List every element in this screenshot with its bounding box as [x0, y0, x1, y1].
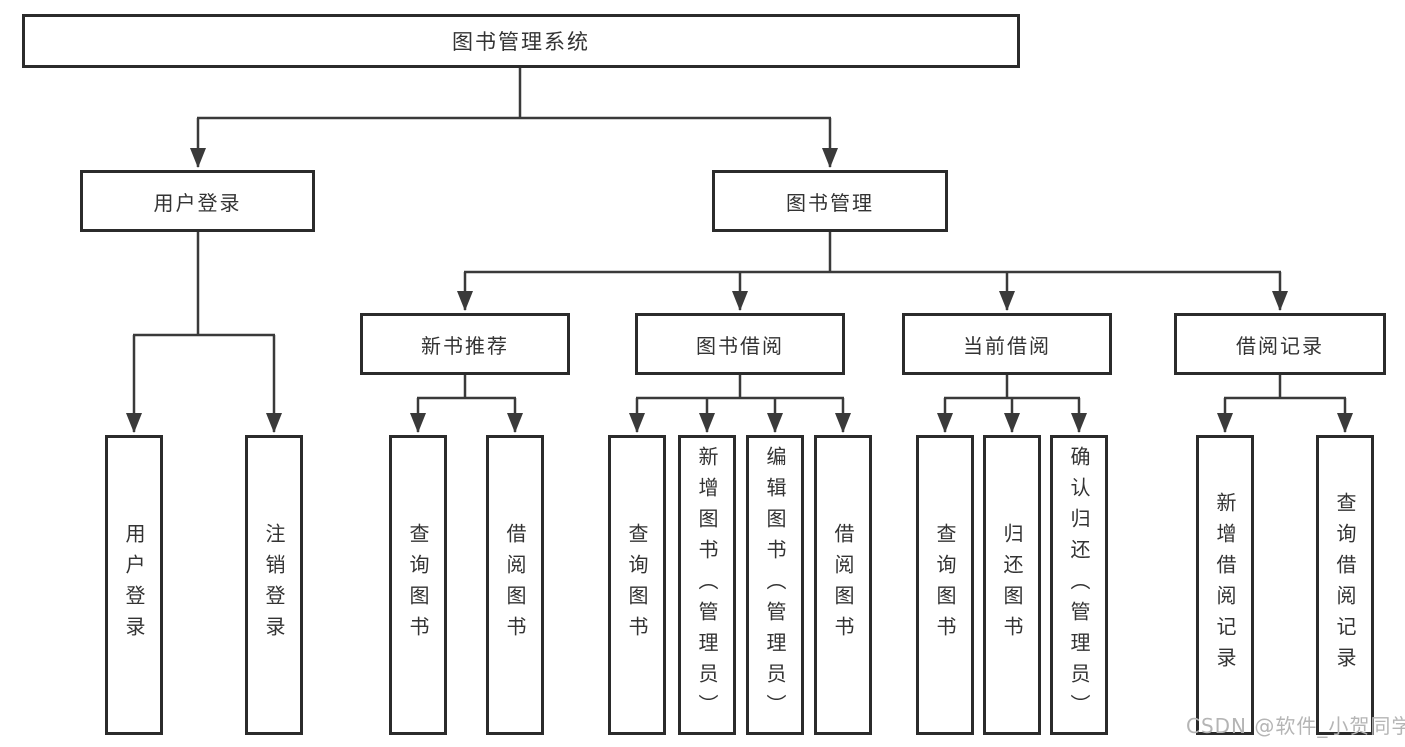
node-user-login-label: 用户登录: [153, 190, 242, 215]
leaf-user-login: 用户登录: [105, 435, 163, 735]
watermark: CSDN @软件_小贺同学: [1186, 714, 1405, 738]
leaf-add-borrow-record: 新增借阅记录: [1196, 435, 1254, 735]
connector-user-login-children: [126, 232, 282, 433]
leaf-borrow-books: 借阅图书: [814, 435, 872, 735]
node-current-borrowing: 当前借阅: [902, 313, 1112, 375]
node-book-management-label: 图书管理: [786, 190, 874, 215]
leaf-edit-book-admin: 编辑图书（管理员）: [746, 435, 804, 735]
leaf-borrow-books-recommend: 借阅图书: [486, 435, 544, 735]
leaf-add-book-admin: 新增图书（管理员）: [678, 435, 736, 735]
connector-book-borrowing-children: [629, 375, 851, 433]
leaf-user-login-label: 用户登录: [122, 523, 146, 647]
node-book-management: 图书管理: [712, 170, 948, 232]
node-root: 图书管理系统: [22, 14, 1020, 68]
leaf-return-books: 归还图书: [983, 435, 1041, 735]
leaf-logout-label: 注销登录: [262, 523, 286, 647]
leaf-borrow-books-label: 借阅图书: [831, 523, 855, 647]
leaf-query-books-current: 查询图书: [916, 435, 974, 735]
node-book-borrowing-label: 图书借阅: [696, 333, 784, 358]
node-new-book-recommend: 新书推荐: [360, 313, 570, 375]
node-root-label: 图书管理系统: [452, 30, 590, 54]
leaf-query-books-borrowing: 查询图书: [608, 435, 666, 735]
leaf-query-books-current-label: 查询图书: [933, 523, 957, 647]
connector-new-book-recommend-children: [410, 375, 523, 433]
node-new-book-recommend-label: 新书推荐: [421, 333, 509, 358]
node-borrowing-records-label: 借阅记录: [1236, 333, 1324, 358]
leaf-query-borrow-record: 查询借阅记录: [1316, 435, 1374, 735]
leaf-logout: 注销登录: [245, 435, 303, 735]
node-book-borrowing: 图书借阅: [635, 313, 845, 375]
node-current-borrowing-label: 当前借阅: [963, 333, 1051, 358]
leaf-query-books-recommend-label: 查询图书: [406, 523, 430, 647]
leaf-confirm-return-admin-label: 确认归还（管理员）: [1067, 445, 1091, 725]
leaf-confirm-return-admin: 确认归还（管理员）: [1050, 435, 1108, 735]
connector-book-management-children: [457, 232, 1288, 311]
leaf-return-books-label: 归还图书: [1000, 523, 1024, 647]
connector-borrowing-records-children: [1217, 375, 1353, 433]
leaf-query-books-borrowing-label: 查询图书: [625, 523, 649, 647]
node-borrowing-records: 借阅记录: [1174, 313, 1386, 375]
node-user-login: 用户登录: [80, 170, 315, 232]
connector-current-borrowing-children: [937, 375, 1087, 433]
leaf-add-book-admin-label: 新增图书（管理员）: [695, 445, 719, 725]
leaf-edit-book-admin-label: 编辑图书（管理员）: [763, 445, 787, 725]
leaf-query-borrow-record-label: 查询借阅记录: [1333, 492, 1357, 678]
leaf-query-books-recommend: 查询图书: [389, 435, 447, 735]
leaf-add-borrow-record-label: 新增借阅记录: [1213, 492, 1237, 678]
connector-root-to-level2: [190, 67, 838, 168]
leaf-borrow-books-recommend-label: 借阅图书: [503, 523, 527, 647]
